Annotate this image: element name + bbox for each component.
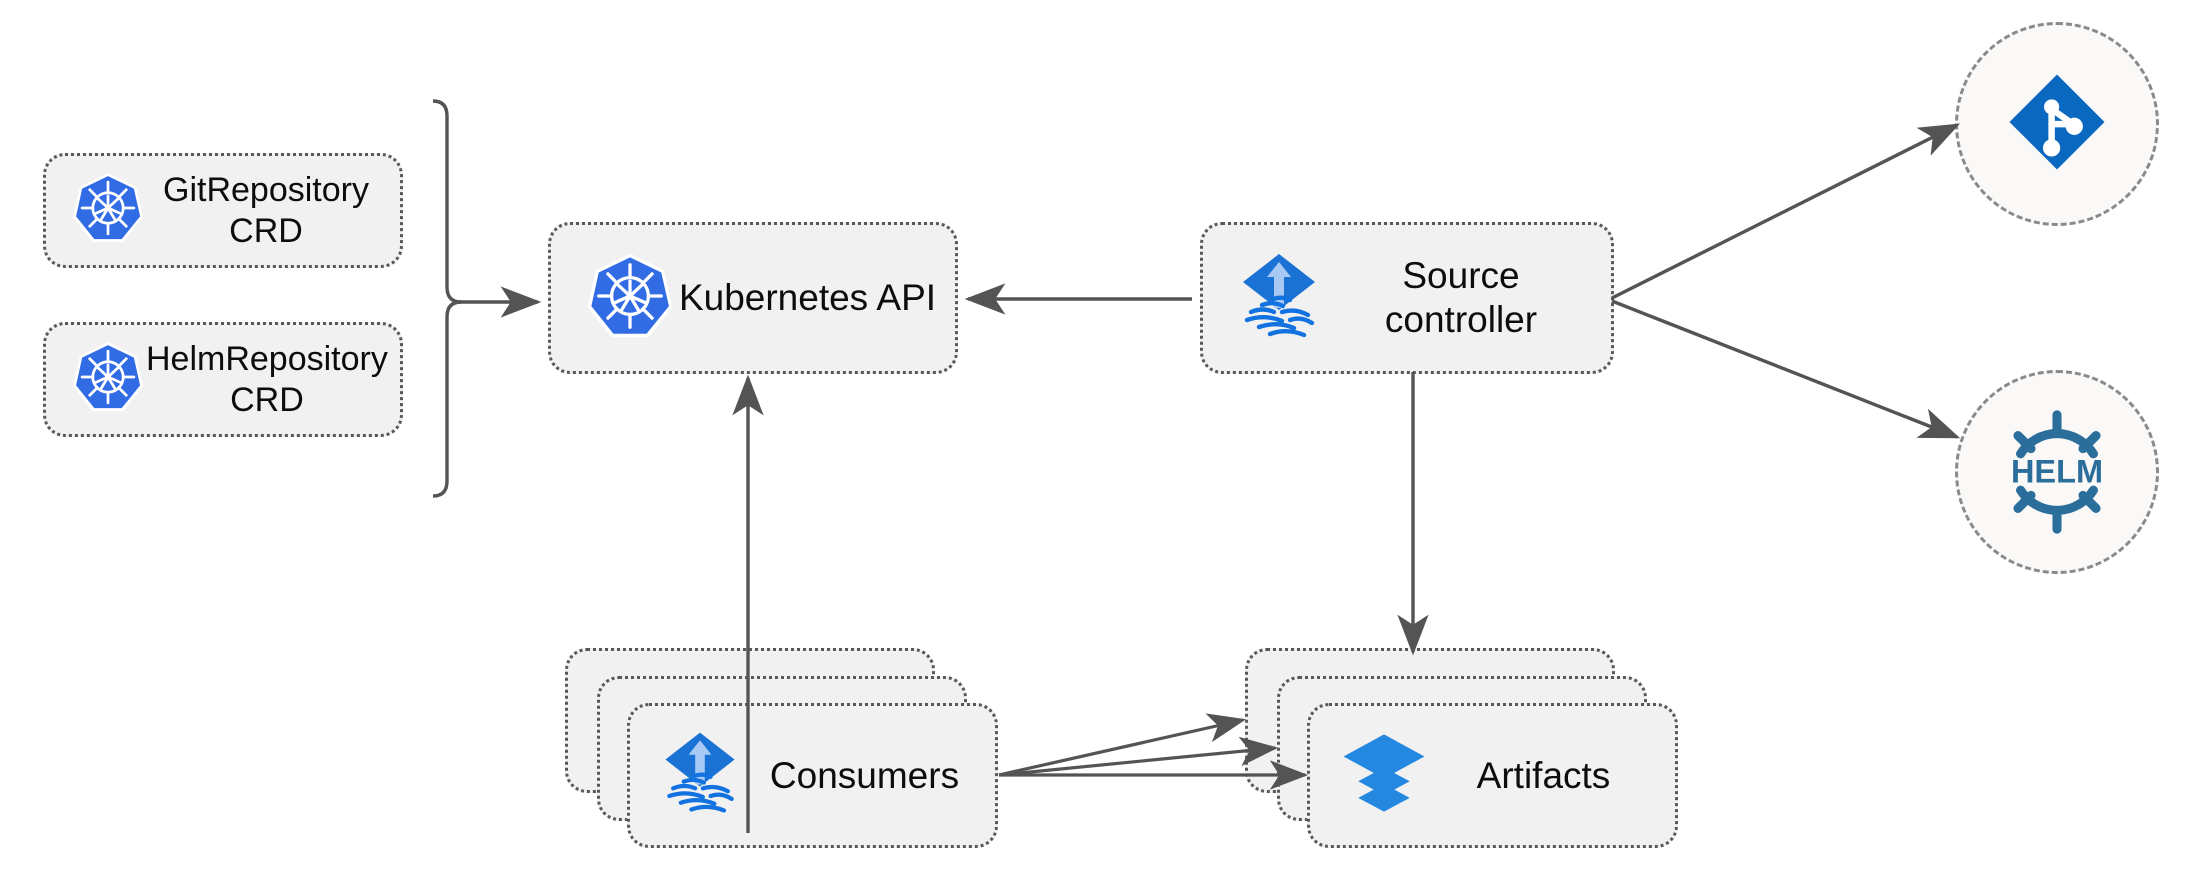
node-helmrepository-crd[interactable]: HelmRepository CRD	[43, 322, 403, 437]
crd-bracket-connector	[432, 99, 542, 498]
edge-source-to-helm	[1611, 299, 1961, 439]
node-helm-source[interactable]: HELM	[1955, 370, 2159, 574]
node-source-controller[interactable]: Source controller	[1200, 222, 1614, 374]
git-icon	[2003, 68, 2111, 181]
node-label: Source controller	[1384, 255, 1538, 340]
node-label: Consumers	[769, 754, 960, 796]
helm-label: HELM	[2011, 453, 2103, 489]
node-consumers[interactable]: Consumers	[627, 703, 998, 848]
node-label: HelmRepository CRD	[146, 340, 388, 419]
node-gitrepository-crd[interactable]: GitRepository CRD	[43, 153, 403, 268]
edge-consumers-artifact-1	[998, 713, 1247, 777]
kubernetes-icon	[584, 250, 676, 347]
node-artifacts[interactable]: Artifacts	[1307, 703, 1678, 848]
helm-icon: HELM	[1992, 407, 2122, 537]
kubernetes-icon	[70, 339, 146, 420]
node-label: Artifacts	[1476, 754, 1611, 796]
flux-icon	[1229, 246, 1329, 351]
flux-icon	[652, 725, 748, 826]
edge-consumers-artifact-2	[998, 736, 1279, 777]
node-label: GitRepository CRD	[163, 171, 369, 250]
node-label: Kubernetes API	[678, 277, 937, 319]
layers-icon	[1338, 727, 1430, 824]
node-kubernetes-api[interactable]: Kubernetes API	[548, 222, 958, 374]
kubernetes-icon	[70, 170, 146, 251]
edge-source-to-git	[1611, 123, 1961, 300]
node-git-source[interactable]	[1955, 22, 2159, 226]
